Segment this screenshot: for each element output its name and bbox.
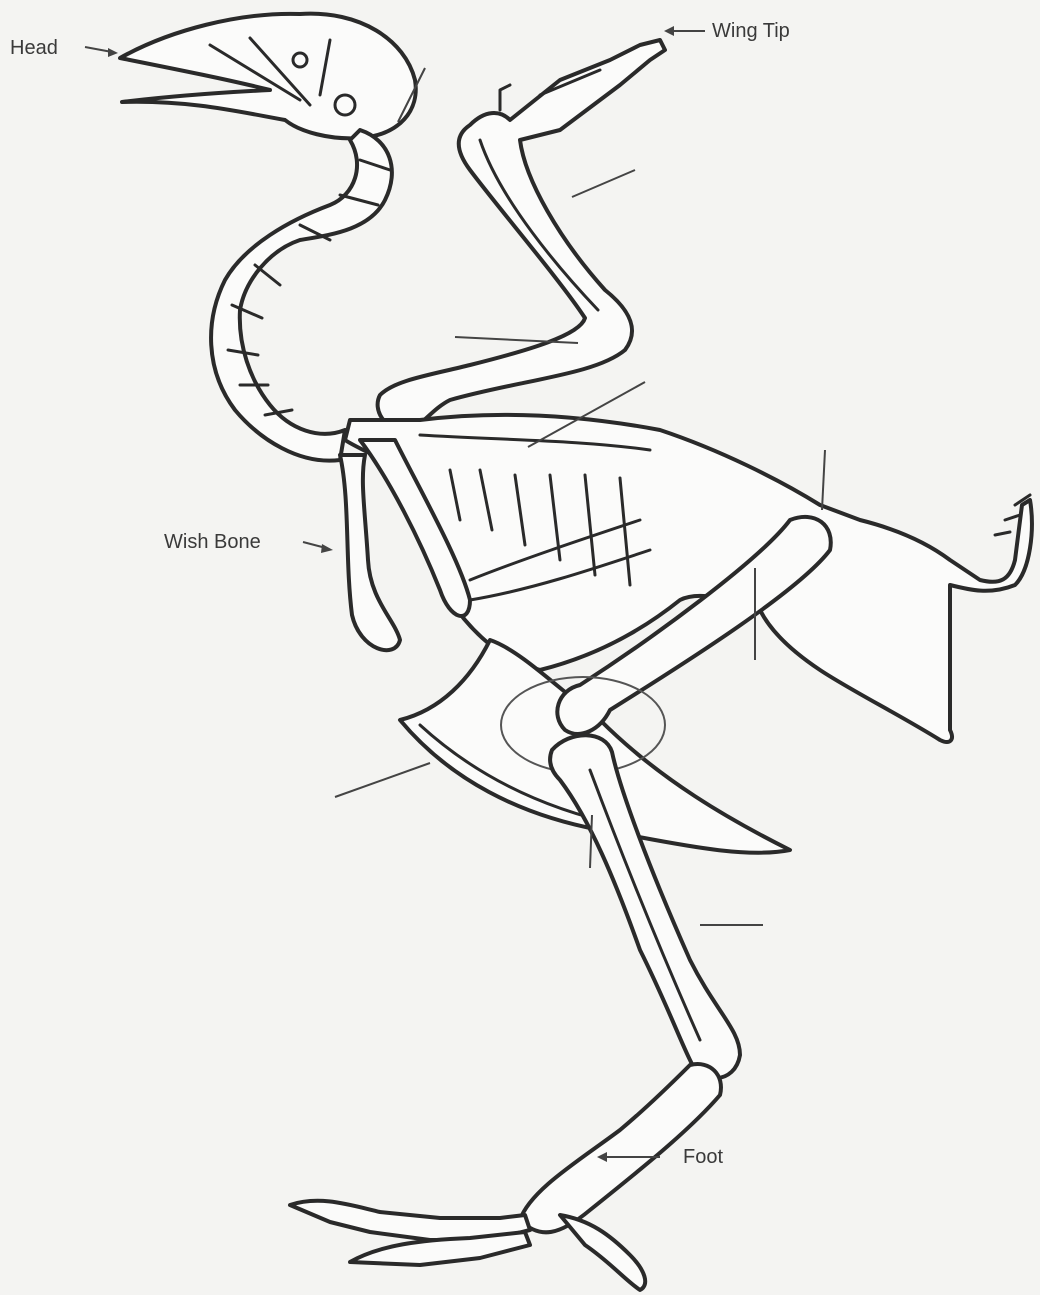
label-wing-tip-text: Wing Tip [712, 20, 790, 42]
label-head-text: Head [10, 37, 58, 59]
label-head: Head [10, 37, 118, 59]
label-wing-tip: Wing Tip [664, 20, 790, 42]
skull [120, 14, 416, 139]
label-wish-bone: Wish Bone [164, 531, 333, 553]
wing [378, 40, 665, 430]
label-foot-text: Foot [683, 1146, 723, 1168]
foot-bones [290, 1064, 721, 1290]
neck-vertebrae [211, 130, 392, 461]
label-wish-bone-text: Wish Bone [164, 531, 261, 553]
